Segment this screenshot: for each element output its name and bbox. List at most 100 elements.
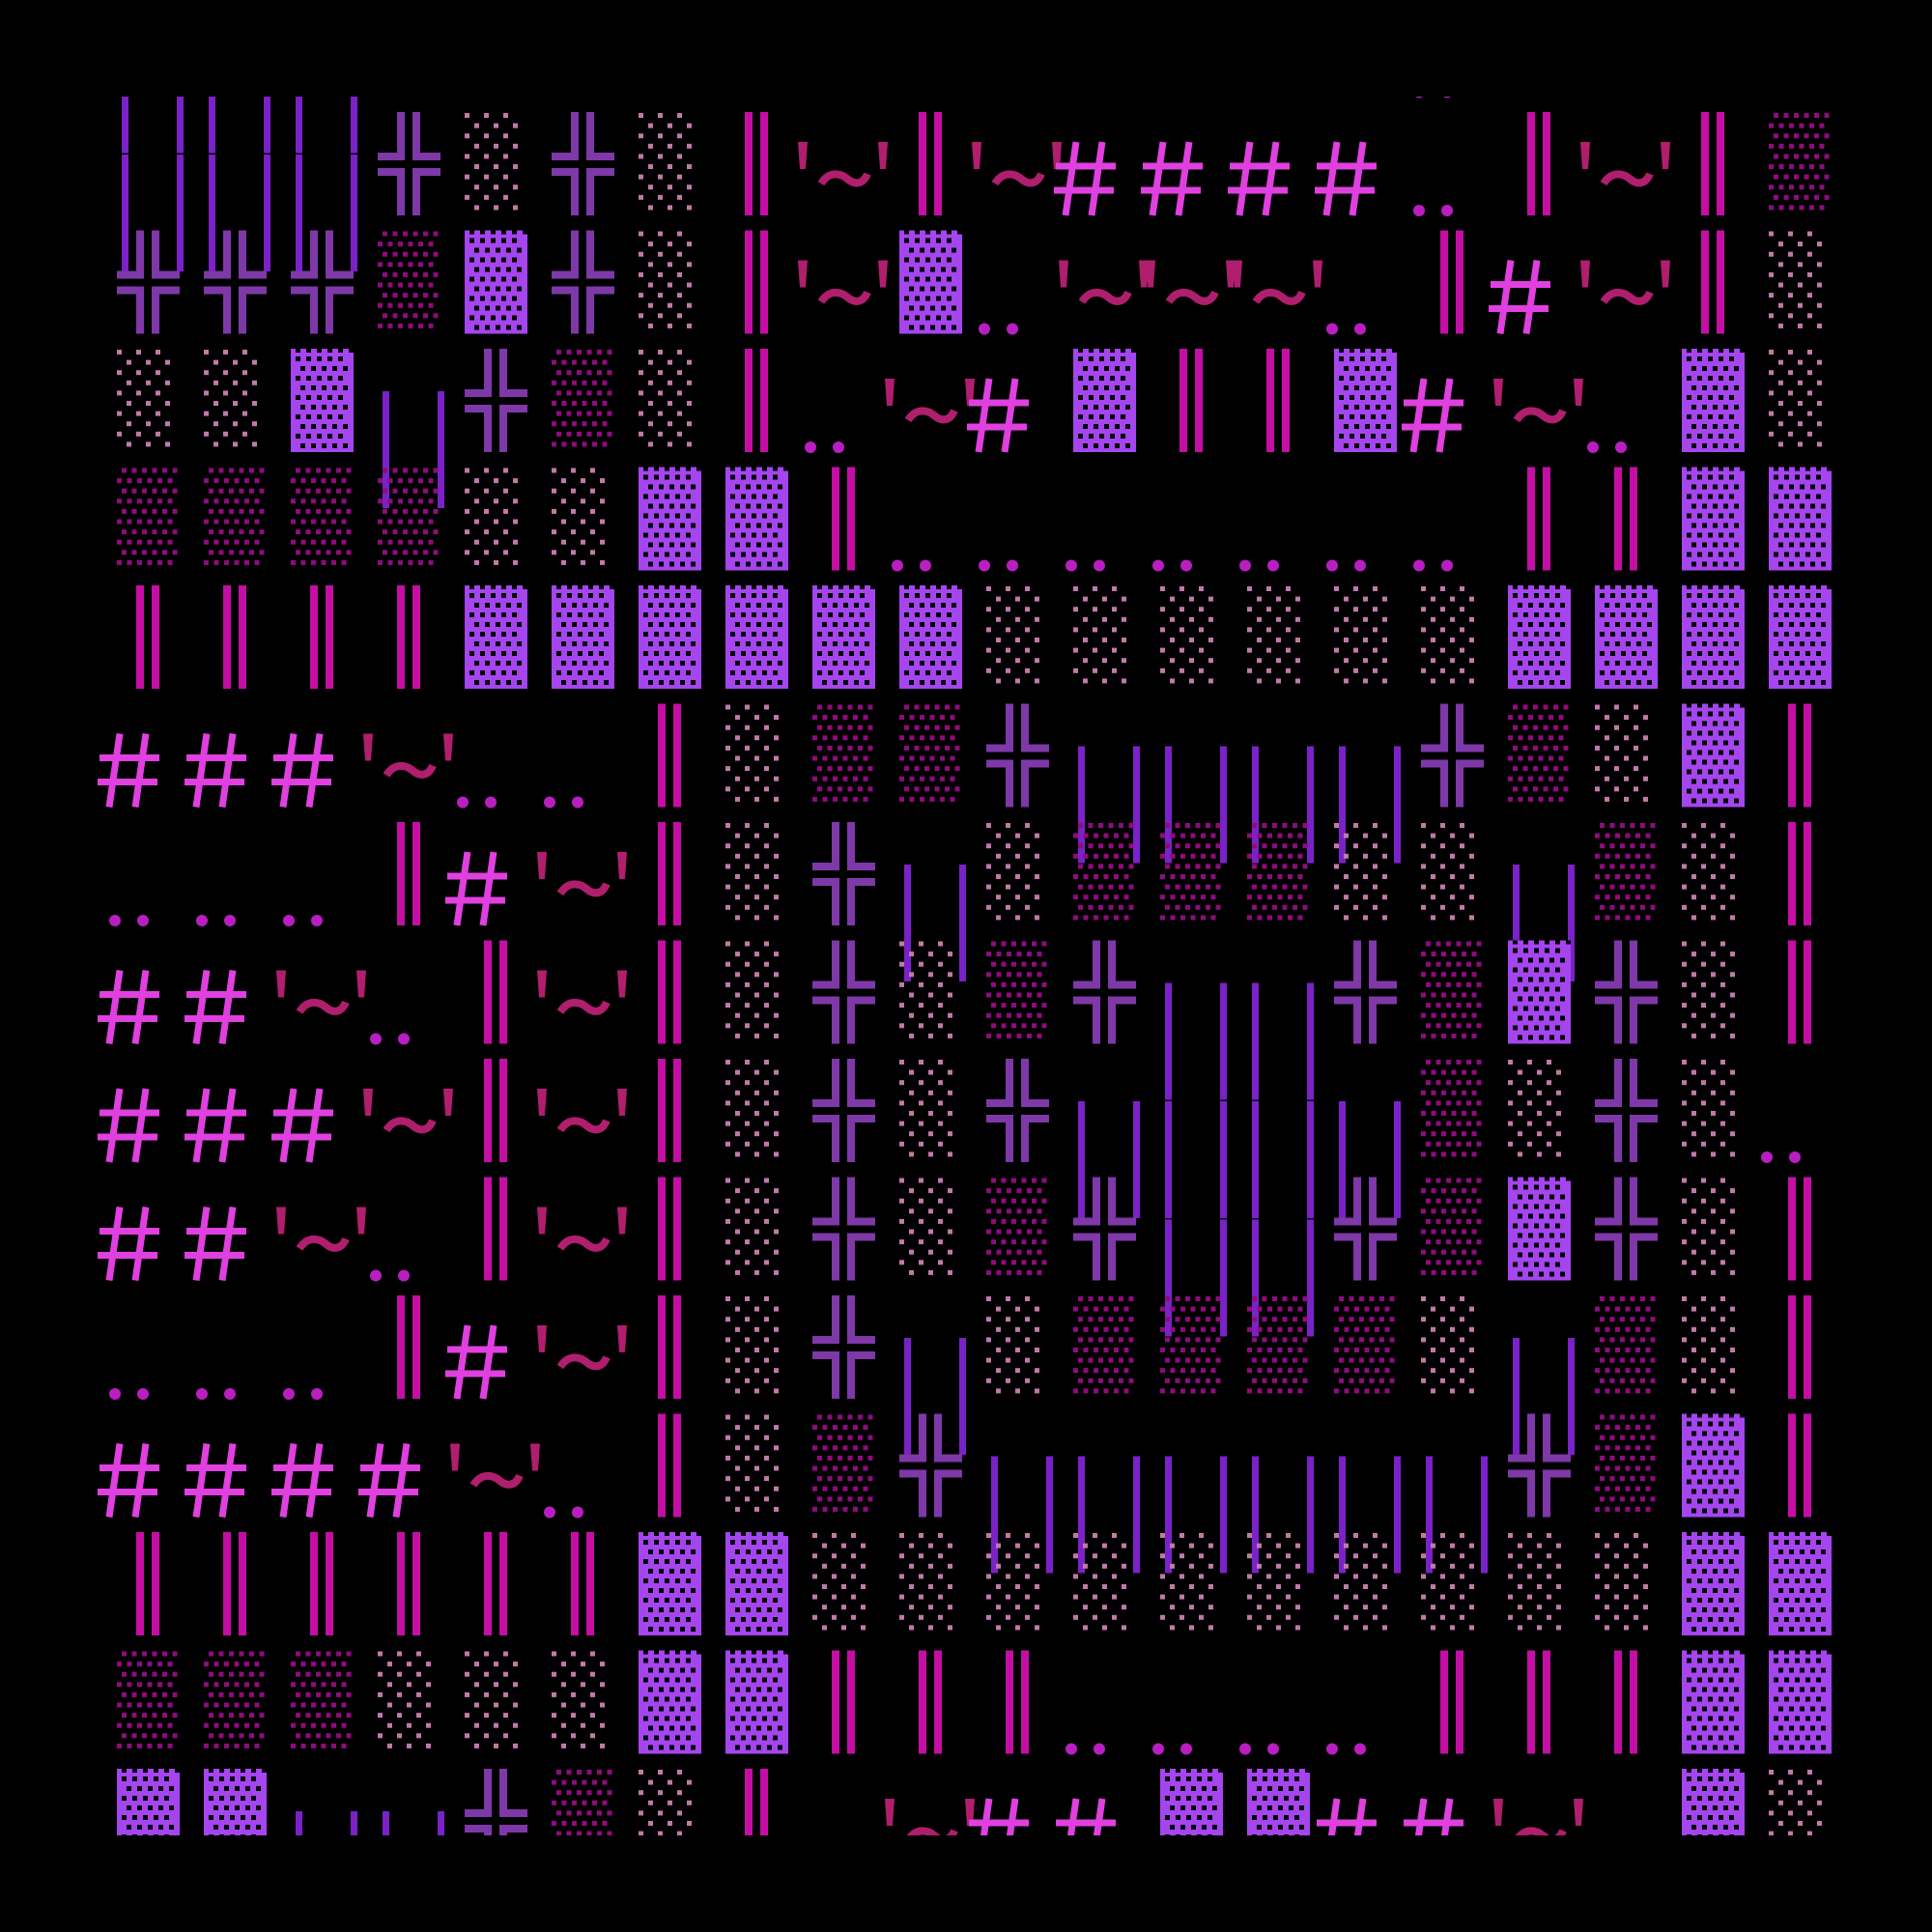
tilde-quote-glyph: '~'	[363, 1089, 453, 1134]
dark-shade-glyph: ▓	[1682, 1413, 1745, 1518]
double-bar-glyph: ║	[1701, 112, 1724, 215]
pipe-pair-glyph: | |	[1339, 1101, 1401, 1218]
light-shade-glyph: ░	[812, 1533, 866, 1631]
double-bar-glyph: ║	[745, 230, 768, 334]
double-cross-glyph: ╬	[1334, 940, 1397, 1044]
double-dot-glyph: ..	[196, 1388, 236, 1400]
double-cross-glyph: ╬	[899, 1413, 962, 1518]
hash-glyph: #	[185, 732, 246, 809]
double-bar-glyph: ║	[484, 1532, 507, 1635]
double-dot-glyph: ..	[1239, 559, 1279, 572]
light-shade-glyph: ░	[986, 586, 1039, 684]
light-shade-glyph: ░	[639, 231, 692, 328]
light-shade-glyph: ░	[1160, 586, 1213, 684]
light-shade-glyph: ░	[725, 1178, 779, 1275]
medium-shade-glyph: ▒	[1247, 823, 1308, 921]
light-shade-glyph: ░	[1247, 586, 1300, 684]
double-dot-glyph: ..	[979, 323, 1018, 335]
glyph-row: ▒▒▒▒░░▓▓║..............║║▓▓	[117, 467, 1832, 572]
pipe-pair-glyph: | |	[1165, 1101, 1227, 1218]
double-bar-glyph: ║	[832, 467, 855, 571]
double-bar-glyph: ║	[1788, 1413, 1811, 1518]
double-bar-glyph: ║	[745, 1769, 768, 1835]
light-shade-glyph: ░	[725, 1296, 779, 1394]
medium-shade-glyph: ▒	[1508, 704, 1569, 802]
medium-shade-glyph: ▒	[1595, 1296, 1656, 1394]
double-bar-glyph: ║	[658, 703, 681, 808]
double-bar-glyph: ║	[136, 585, 159, 689]
double-cross-glyph: ╬	[812, 940, 875, 1044]
pipe-pair-glyph: | |	[122, 155, 184, 271]
medium-shade-glyph: ▒	[552, 350, 612, 447]
dark-shade-glyph: ▓	[639, 467, 701, 571]
double-dot-glyph: ..	[1587, 441, 1627, 453]
pipe-pair-glyph: | |	[1252, 1456, 1314, 1574]
double-bar-glyph: ║	[1179, 349, 1203, 452]
light-shade-glyph: ░	[1769, 1770, 1822, 1835]
double-dot-glyph: ..	[1152, 559, 1192, 572]
double-cross-glyph: ╬	[465, 349, 527, 452]
double-cross-glyph: ╬	[812, 822, 875, 925]
double-cross-glyph: ╬	[1595, 1177, 1658, 1281]
double-cross-glyph: ╬	[1334, 1177, 1397, 1281]
double-bar-glyph: ║	[571, 1532, 594, 1635]
double-cross-glyph: ╬	[204, 230, 267, 334]
hash-glyph: #	[271, 732, 333, 809]
hash-glyph: #	[1054, 141, 1116, 216]
medium-shade-glyph: ▒	[899, 704, 960, 802]
dark-shade-glyph: ▓	[725, 467, 788, 571]
glyph-row: | || || |..	[122, 97, 1451, 154]
medium-shade-glyph: ▒	[812, 704, 873, 802]
double-bar-glyph: ║	[397, 1532, 420, 1635]
double-cross-glyph: ╬	[552, 230, 614, 334]
dark-shade-glyph: ▓	[1769, 1650, 1832, 1754]
pipe-pair-glyph: | |	[1339, 1456, 1401, 1574]
light-shade-glyph: ░	[1682, 1178, 1735, 1275]
dark-shade-glyph: ▓	[725, 1650, 788, 1754]
dark-shade-glyph: ▓	[1595, 585, 1658, 689]
pipe-pair-glyph: | |	[296, 155, 357, 271]
glyph-row: ║║║║║║▓▓░░░░░░░░░░▓▓	[136, 1532, 1832, 1635]
medium-shade-glyph: ▒	[378, 231, 439, 328]
double-bar-glyph: ║	[745, 112, 768, 215]
medium-shade-glyph: ▒	[1421, 941, 1482, 1038]
double-bar-glyph: ║	[397, 1295, 420, 1399]
pipe-pair-glyph: | |	[1252, 1219, 1314, 1337]
tilde-quote-glyph: '~'	[1493, 1799, 1583, 1835]
tilde-quote-glyph: '~'	[972, 142, 1062, 187]
light-shade-glyph: ░	[465, 1651, 518, 1748]
light-shade-glyph: ░	[725, 1060, 779, 1157]
light-shade-glyph: ░	[725, 823, 779, 921]
double-cross-glyph: ╬	[1595, 1059, 1658, 1162]
tilde-quote-glyph: '~'	[363, 733, 453, 779]
light-shade-glyph: ░	[1073, 1533, 1126, 1631]
hash-glyph: #	[1056, 1798, 1116, 1835]
double-bar-glyph: ║	[832, 1650, 855, 1754]
medium-shade-glyph: ▒	[117, 468, 178, 565]
double-bar-glyph: ║	[1266, 349, 1290, 452]
glyph-row: ###'~'║'~'║░╬░╬| || || || |▒░╬░..	[98, 1059, 1801, 1218]
dark-shade-glyph: ▓	[117, 1769, 180, 1835]
double-bar-glyph: ║	[1527, 467, 1550, 571]
light-shade-glyph: ░	[204, 350, 257, 447]
tilde-quote-glyph: '~'	[885, 1799, 975, 1835]
tilde-quote-glyph: '~'	[450, 1443, 540, 1489]
double-bar-glyph: ║	[919, 1650, 942, 1754]
double-bar-glyph: ║	[1614, 467, 1637, 571]
double-bar-glyph: ║	[1788, 1295, 1811, 1399]
pipe-pair-glyph: | |	[1252, 982, 1314, 1100]
pipe-pair-glyph: | |	[383, 391, 444, 508]
dark-shade-glyph: ▓	[1682, 585, 1745, 689]
double-bar-glyph: ║	[1440, 230, 1463, 334]
double-bar-glyph: ║	[1788, 822, 1811, 925]
light-shade-glyph: ░	[1334, 1533, 1387, 1631]
double-bar-glyph: ║	[484, 1177, 507, 1281]
glyph-row: ......║#'~'║░╬| |░▒▒▒░░| |▒░║	[109, 822, 1811, 981]
light-shade-glyph: ░	[465, 113, 518, 211]
pipe-pair-glyph: | |	[904, 865, 966, 981]
dark-shade-glyph: ▓	[465, 585, 527, 689]
light-shade-glyph: ░	[1421, 586, 1474, 684]
double-dot-glyph: ..	[544, 796, 583, 809]
double-cross-glyph: ╬	[812, 1177, 875, 1281]
double-dot-glyph: ..	[196, 915, 236, 926]
